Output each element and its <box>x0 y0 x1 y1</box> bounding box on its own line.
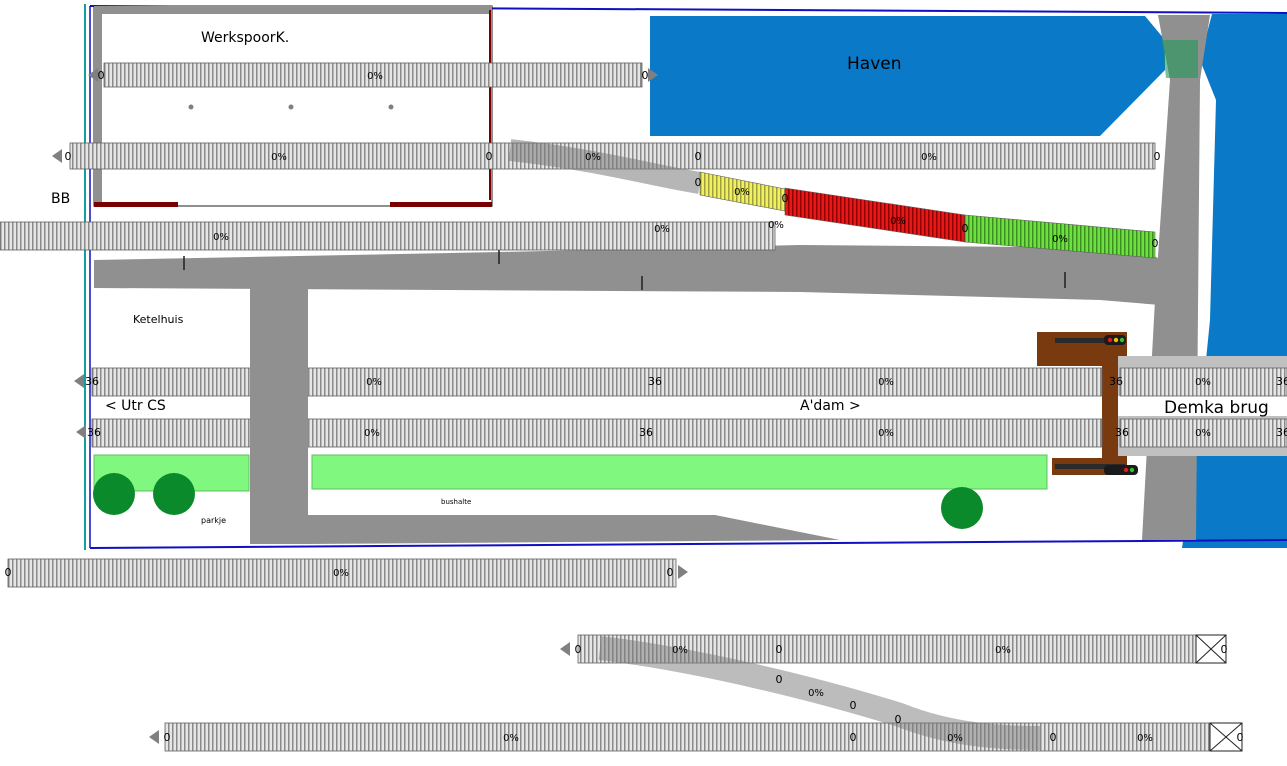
grade-marker[interactable]: 0% <box>366 377 382 388</box>
zero-marker[interactable]: 0 <box>1152 237 1159 250</box>
speed-marker[interactable]: 36 <box>639 426 653 439</box>
zero-marker[interactable]: 0 <box>575 643 582 656</box>
zero-marker[interactable]: 0 <box>850 731 857 744</box>
grade-marker[interactable]: 0% <box>768 220 784 231</box>
zero-marker[interactable]: 0 <box>1154 150 1161 163</box>
park-area <box>93 454 1048 529</box>
speed-marker[interactable]: 36 <box>1109 375 1123 388</box>
zero-marker[interactable]: 0 <box>776 643 783 656</box>
zero-marker[interactable]: 0 <box>98 69 105 82</box>
werkspoor-label: WerkspoorK. <box>201 30 290 46</box>
grade-marker[interactable]: 0% <box>271 152 287 163</box>
speed-marker[interactable]: 36 <box>85 375 99 388</box>
speed-marker[interactable]: 36 <box>648 375 662 388</box>
speed-marker[interactable]: 36 <box>1276 426 1287 439</box>
zero-marker[interactable]: 0 <box>642 69 649 82</box>
zero-marker[interactable]: 0 <box>695 176 702 189</box>
zero-marker[interactable]: 0 <box>5 566 12 579</box>
zero-marker[interactable]: 0 <box>65 150 72 163</box>
zero-marker[interactable]: 0 <box>962 222 969 235</box>
grade-marker[interactable]: 0% <box>1195 428 1211 439</box>
grade-marker[interactable]: 0% <box>734 187 750 198</box>
grade-marker[interactable]: 0% <box>890 216 906 227</box>
zero-marker[interactable]: 0 <box>1050 731 1057 744</box>
grade-marker[interactable]: 0% <box>1052 234 1068 245</box>
demka-brug-label: Demka brug <box>1164 398 1269 418</box>
grade-marker[interactable]: 0% <box>1137 733 1153 744</box>
grade-marker[interactable]: 0% <box>503 733 519 744</box>
zero-marker[interactable]: 0 <box>486 150 493 163</box>
haven-label: Haven <box>847 54 902 74</box>
bb-label: BB <box>51 191 71 207</box>
zero-marker[interactable]: 0 <box>1221 643 1228 656</box>
switch-tracks <box>508 139 1156 750</box>
grade-marker[interactable]: 0% <box>213 232 229 243</box>
zero-marker[interactable]: 0 <box>895 713 902 726</box>
grade-marker[interactable]: 0% <box>333 568 349 579</box>
track-markers: 0% 0 0 0% 0 0 0% 0 0% 0 0% 0% 0% 0 0% 0 0% 0 0% 0 36 0% 36 0% 36… <box>5 69 1287 744</box>
ketelhuis-label: Ketelhuis <box>133 313 184 326</box>
zero-marker[interactable]: 0 <box>164 731 171 744</box>
zero-marker[interactable]: 0 <box>776 673 783 686</box>
grade-marker[interactable]: 0% <box>878 377 894 388</box>
lamp-posts <box>183 250 1066 290</box>
track-end-arrows <box>52 68 688 744</box>
buffer-stop-icon[interactable] <box>1209 722 1243 752</box>
bushalte-label: bushalte <box>441 498 472 506</box>
zero-marker[interactable]: 0 <box>850 699 857 712</box>
speed-marker[interactable]: 36 <box>1115 426 1129 439</box>
speed-marker[interactable]: 36 <box>1276 375 1287 388</box>
grade-marker[interactable]: 0% <box>367 71 383 82</box>
werkspoor-shed <box>93 5 493 207</box>
buffer-stop-icon[interactable] <box>1195 634 1227 664</box>
grade-marker[interactable]: 0% <box>947 733 963 744</box>
grade-marker[interactable]: 0% <box>585 152 601 163</box>
station-platform <box>1037 332 1127 475</box>
signal-icon[interactable] <box>1104 465 1138 475</box>
adam-label: A'dam > <box>800 398 861 414</box>
grade-marker[interactable]: 0% <box>654 224 670 235</box>
zero-marker[interactable]: 0 <box>1237 731 1244 744</box>
grade-marker[interactable]: 0% <box>878 428 894 439</box>
zero-marker[interactable]: 0 <box>782 192 789 205</box>
grade-marker[interactable]: 0% <box>1195 377 1211 388</box>
zero-marker[interactable]: 0 <box>695 150 702 163</box>
utr-cs-label: < Utr CS <box>105 398 166 414</box>
grade-marker[interactable]: 0% <box>921 152 937 163</box>
speed-marker[interactable]: 36 <box>87 426 101 439</box>
grade-marker[interactable]: 0% <box>672 645 688 656</box>
zero-marker[interactable]: 0 <box>667 566 674 579</box>
grade-marker[interactable]: 0% <box>995 645 1011 656</box>
grade-marker[interactable]: 0% <box>808 688 824 699</box>
grade-marker[interactable]: 0% <box>364 428 380 439</box>
parkje-label: parkje <box>201 516 227 525</box>
signal-icon[interactable] <box>1104 335 1126 345</box>
